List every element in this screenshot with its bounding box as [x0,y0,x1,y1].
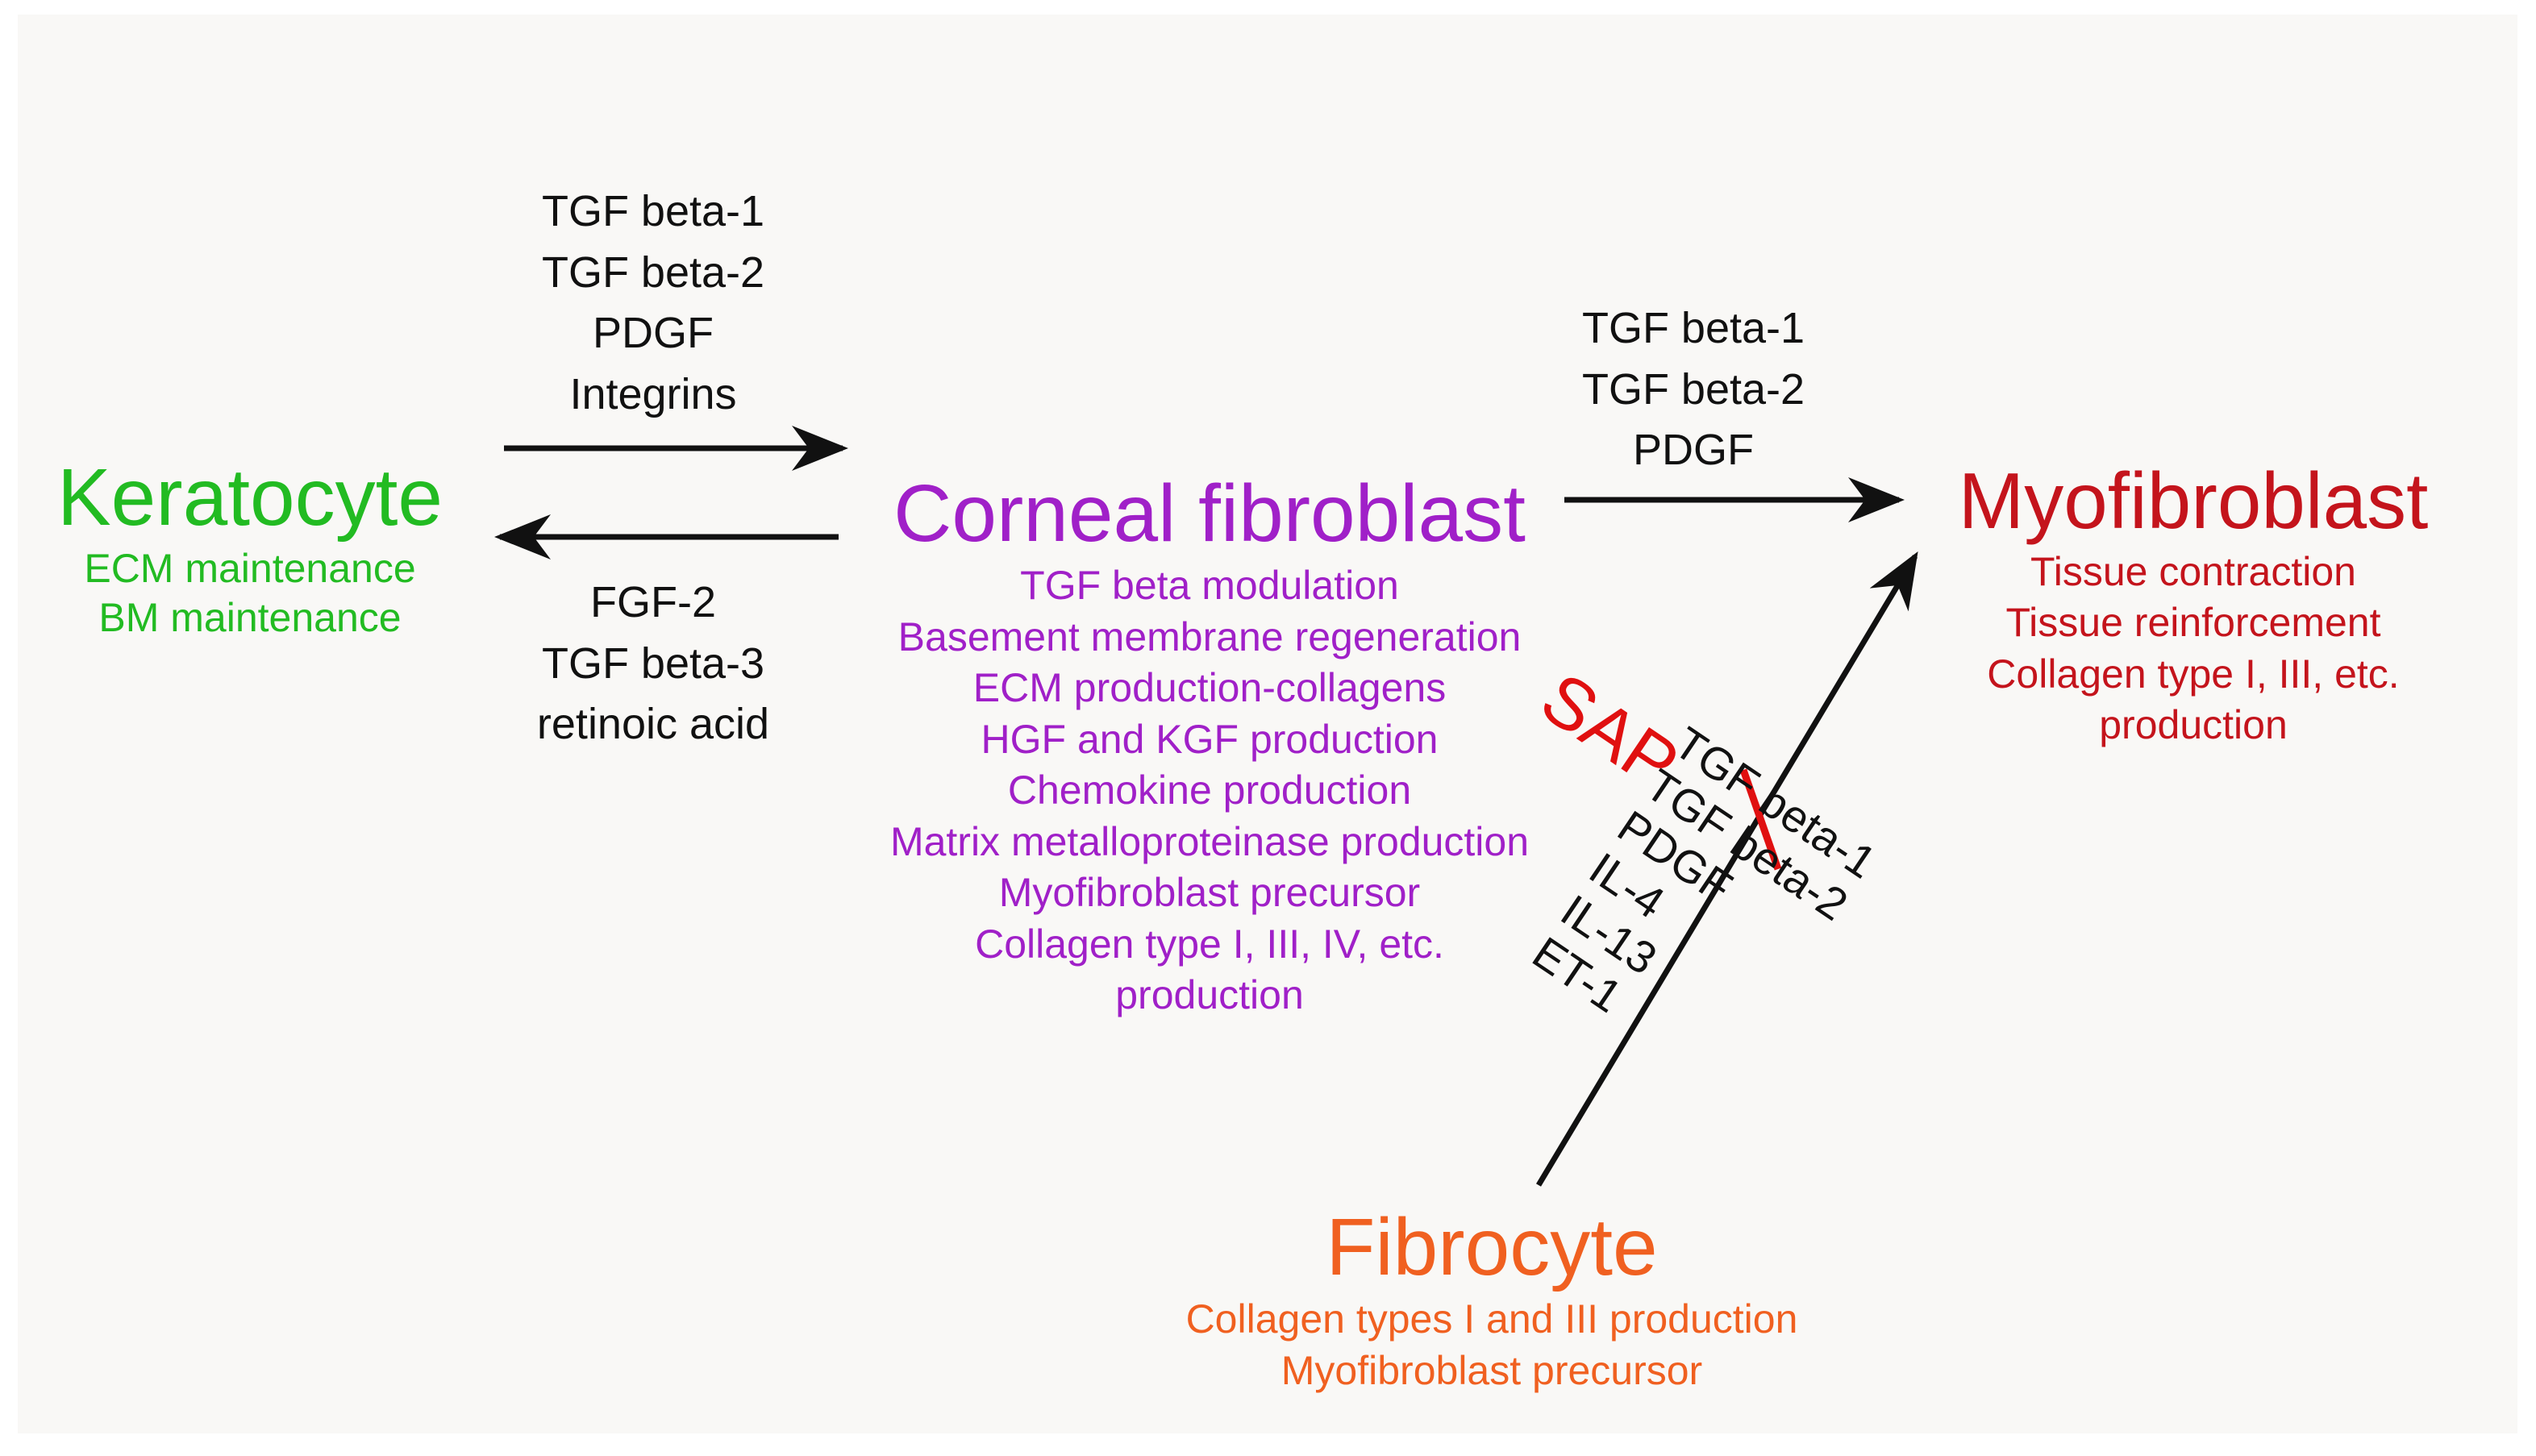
arrow-fibrocyte-to-myofibroblast [1535,551,1918,1187]
fibroblast-function: TGF beta modulation [1020,563,1399,608]
keratocyte-function: BM maintenance [98,595,402,640]
fibrocyte-node: Fibrocyte Collagen types I and III produ… [1105,1201,1879,1396]
fibroblast-function: Myofibroblast precursor [998,870,1421,915]
signal-label: TGF beta-1 [1581,304,1805,352]
signals-keratocyte-to-fibroblast: TGF beta-1 TGF beta-2 PDGF Integrins [452,181,855,425]
signal-label: Integrins [569,369,737,418]
fibroblast-function: HGF and KGF production [981,716,1439,762]
signal-label: TGF beta-1 [541,187,765,235]
keratocyte-title: Keratocyte [56,452,443,543]
fibroblast-function: Matrix metalloproteinase production [889,818,1530,864]
fibroblast-function: production [1115,972,1304,1017]
myofibroblast-function: Tissue reinforcement [2005,600,2381,646]
fibroblast-function: Chemokine production [1007,768,1412,813]
signals-fibroblast-to-myofibroblast: TGF beta-1 TGF beta-2 PDGF [1492,298,1895,481]
signals-fibroblast-to-keratocyte: FGF-2 TGF beta-3 retinoic acid [452,572,855,755]
fibroblast-function: Basement membrane regeneration [897,614,1522,659]
fibrocyte-title: Fibrocyte [1326,1202,1658,1292]
myofibroblast-function: production [2099,702,2288,748]
fibroblast-function: ECM production-collagens [972,665,1447,710]
myofibroblast-node: Myofibroblast Tissue contraction Tissue … [1911,456,2476,751]
diagram-panel [18,15,2517,1433]
fibroblast-title: Corneal fibroblast [893,468,1526,559]
fibroblast-function: Collagen type I, III, IV, etc. [975,921,1444,967]
signal-label: retinoic acid [536,700,770,749]
keratocyte-function: ECM maintenance [84,546,416,591]
signal-label: TGF beta-2 [1581,364,1805,414]
signal-label: TGF beta-3 [541,639,765,688]
signal-label: TGF beta-2 [541,248,765,297]
sap-block-mark [1739,768,1782,871]
myofibroblast-function: Tissue contraction [2030,548,2356,594]
myofibroblast-function: Collagen type I, III, etc. [1987,651,2400,697]
fibrocyte-function: Collagen types I and III production [1185,1296,1798,1342]
signal-label: FGF-2 [590,578,716,626]
signal-label: PDGF [1632,426,1754,475]
fibrocyte-function: Myofibroblast precursor [1280,1347,1703,1393]
corneal-fibroblast-node: Corneal fibroblast TGF beta modulation B… [831,468,1589,1021]
signal-label: PDGF [592,309,714,358]
myofibroblast-title: Myofibroblast [1958,456,2429,545]
keratocyte-node: Keratocyte ECM maintenance BM maintenanc… [0,451,500,643]
